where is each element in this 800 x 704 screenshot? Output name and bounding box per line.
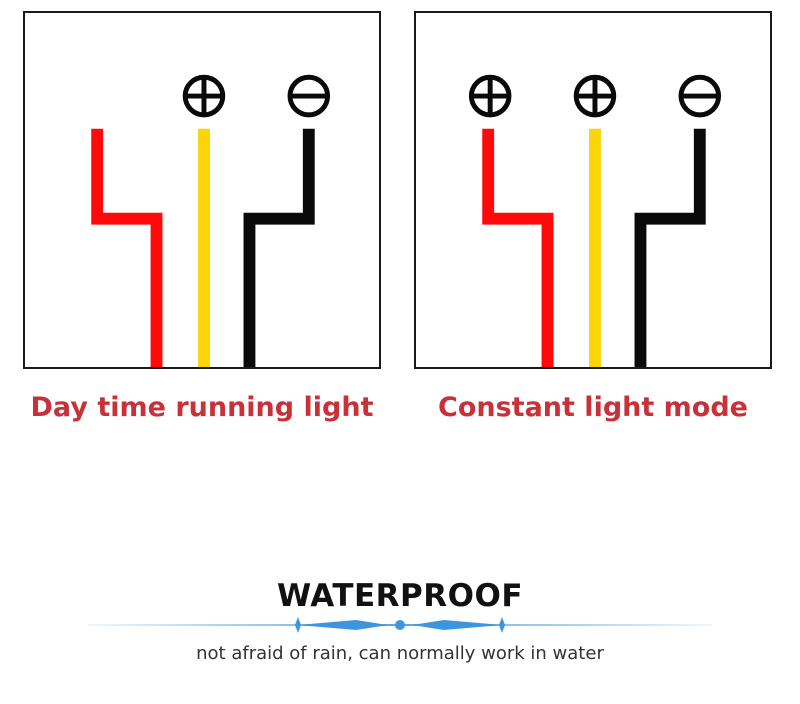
positive-terminal-icon [573,74,617,118]
wiring-diagram-daytime [91,74,331,367]
wiring-panel-daytime [23,11,381,369]
feature-title: WATERPROOF [276,578,524,614]
wiring-diagram-constant [468,74,722,367]
negative-terminal-icon [678,74,722,118]
positive-terminal-icon [182,74,226,118]
black-wire [243,128,315,367]
feature-subtitle: not afraid of rain, can normally work in… [196,643,604,664]
negative-terminal-icon [287,74,331,118]
black-wire [634,128,706,367]
caption-daytime: Day time running light [30,392,374,423]
positive-terminal-icon [468,74,512,118]
wiring-panel-constant [414,11,772,369]
caption-constant: Constant light mode [438,392,748,423]
red-wire [91,128,163,367]
red-wire [482,128,554,367]
decorative-divider [88,617,712,633]
